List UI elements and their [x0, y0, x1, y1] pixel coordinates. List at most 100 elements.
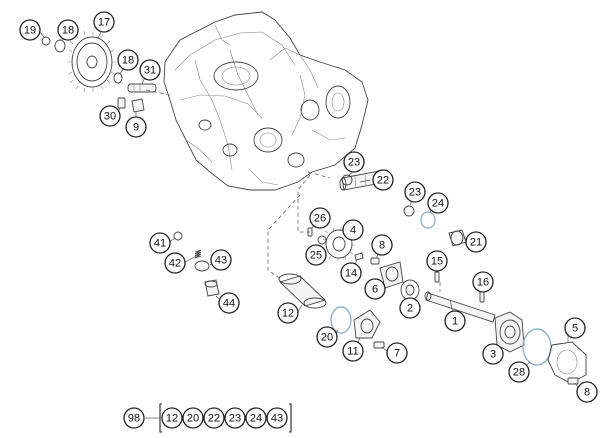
callout-2-c2-circle [399, 297, 421, 319]
callout-19-c19-label: 19 [24, 25, 36, 37]
callout-20-c20-circle [316, 326, 338, 348]
callout-4-c4-circle [342, 219, 364, 241]
housing-3 [494, 311, 525, 353]
callout-2-c2-label: 2 [407, 303, 413, 315]
kit-item-24-label: 24 [250, 413, 262, 425]
kit-callout-98: 98 [123, 407, 145, 429]
callout-3-c3-label: 3 [490, 349, 496, 361]
callout-23-c23b-circle [404, 181, 426, 203]
callout-16-c16-circle [472, 271, 494, 293]
callout-14-c14-circle [340, 262, 362, 284]
callout-23-c23b-label: 23 [409, 187, 421, 199]
filter-12 [278, 273, 327, 309]
pin-30 [117, 97, 126, 109]
housing-6 [379, 261, 404, 289]
plug-21 [448, 229, 467, 247]
callout-17-c17-circle [93, 11, 115, 33]
shaft-31 [127, 83, 157, 93]
callout-17-c17: 17 [93, 11, 115, 33]
callout-1-c1-circle [444, 310, 466, 332]
callout-44-c44-circle [218, 292, 240, 314]
callout-19-c19-circle [19, 19, 41, 41]
callout-9-c9-label: 9 [133, 122, 139, 134]
washer-43 [194, 260, 210, 272]
callout-43-c43-circle [210, 249, 232, 271]
callout-9-c9: 9 [125, 116, 147, 138]
kit-item-23-circle [224, 407, 246, 429]
callout-11-c11: 11 [342, 340, 364, 362]
callout-2-c2: 2 [399, 297, 421, 319]
callout-44-c44-label: 44 [223, 298, 235, 310]
callout-3-c3-circle [482, 343, 504, 365]
callout-22-c22: 22 [372, 169, 394, 191]
pin-14 [354, 252, 364, 261]
kit-item-43-circle [266, 407, 288, 429]
callout-16-c16-label: 16 [477, 277, 489, 289]
key-9 [131, 98, 145, 113]
kit-box [145, 403, 292, 433]
bolt-7 [373, 341, 385, 349]
shaft-1 [424, 291, 496, 323]
callout-30-c30-circle [99, 105, 121, 127]
kit-callout-98-label: 98 [128, 413, 140, 425]
callout-24-c24: 24 [427, 192, 449, 214]
callout-26-c26: 26 [309, 207, 331, 229]
callout-18-c18b: 18 [117, 49, 139, 71]
callout-11-c11-circle [342, 340, 364, 362]
callout-24-c24-label: 24 [432, 198, 444, 210]
callout-41-c41-label: 41 [154, 238, 166, 250]
callout-8-c8b: 8 [576, 381, 598, 403]
callout-9-c9-circle [125, 116, 147, 138]
callout-18-c18a: 18 [57, 19, 79, 41]
callout-28-c28-circle [508, 361, 530, 383]
bolt-8b [567, 377, 579, 385]
callout-21-c21-label: 21 [470, 237, 482, 249]
callout-5-c5-circle [564, 317, 586, 339]
callout-5-c5-label: 5 [572, 323, 578, 335]
kit-item-12-circle [161, 407, 183, 429]
pin-15 [434, 271, 440, 283]
callout-14-c14: 14 [340, 262, 362, 284]
kit-item-20: 20 [182, 407, 204, 429]
washer-19 [41, 36, 51, 46]
callout-31-c31-label: 31 [144, 65, 156, 77]
callout-30-c30-label: 30 [104, 111, 116, 123]
bolt-8a [370, 257, 380, 265]
callout-7-c7: 7 [386, 342, 408, 364]
kit-item-23-label: 23 [229, 413, 241, 425]
callout-26-c26-circle [309, 207, 331, 229]
rotor-2 [400, 279, 420, 301]
washer-25 [317, 235, 327, 245]
callout-8-c8b-circle [576, 381, 598, 403]
kit-item-23: 23 [224, 407, 246, 429]
callout-25-c25-circle [305, 244, 327, 266]
oring-23b [403, 205, 415, 217]
callout-28-c28-label: 28 [513, 367, 525, 379]
kit-item-20-circle [182, 407, 204, 429]
callout-12-c12: 12 [277, 302, 299, 324]
callout-44-c44: 44 [218, 292, 240, 314]
assembly-lines [145, 89, 441, 292]
callout-42-c42-label: 42 [169, 258, 181, 270]
callout-20-c20: 20 [316, 326, 338, 348]
callout-17-c17-label: 17 [98, 17, 110, 29]
circlip-18 [54, 39, 66, 53]
callout-5-c5: 5 [564, 317, 586, 339]
oring-20 [330, 306, 352, 334]
callout-28-c28: 28 [508, 361, 530, 383]
callout-8-c8a-label: 8 [379, 240, 385, 252]
callout-6-c6: 6 [364, 278, 386, 300]
callout-23-c23a-circle [343, 151, 365, 173]
callout-18-c18b-circle [117, 49, 139, 71]
kit-item-43-label: 43 [271, 413, 283, 425]
callout-22-c22-circle [372, 169, 394, 191]
callout-43-c43-label: 43 [215, 255, 227, 267]
callout-15-c15-circle [426, 250, 448, 272]
kit-item-12: 12 [161, 407, 183, 429]
callout-16-c16: 16 [472, 271, 494, 293]
callout-25-c25-label: 25 [310, 250, 322, 262]
callout-31-c31-circle [139, 59, 161, 81]
callout-4-c4: 4 [342, 219, 364, 241]
